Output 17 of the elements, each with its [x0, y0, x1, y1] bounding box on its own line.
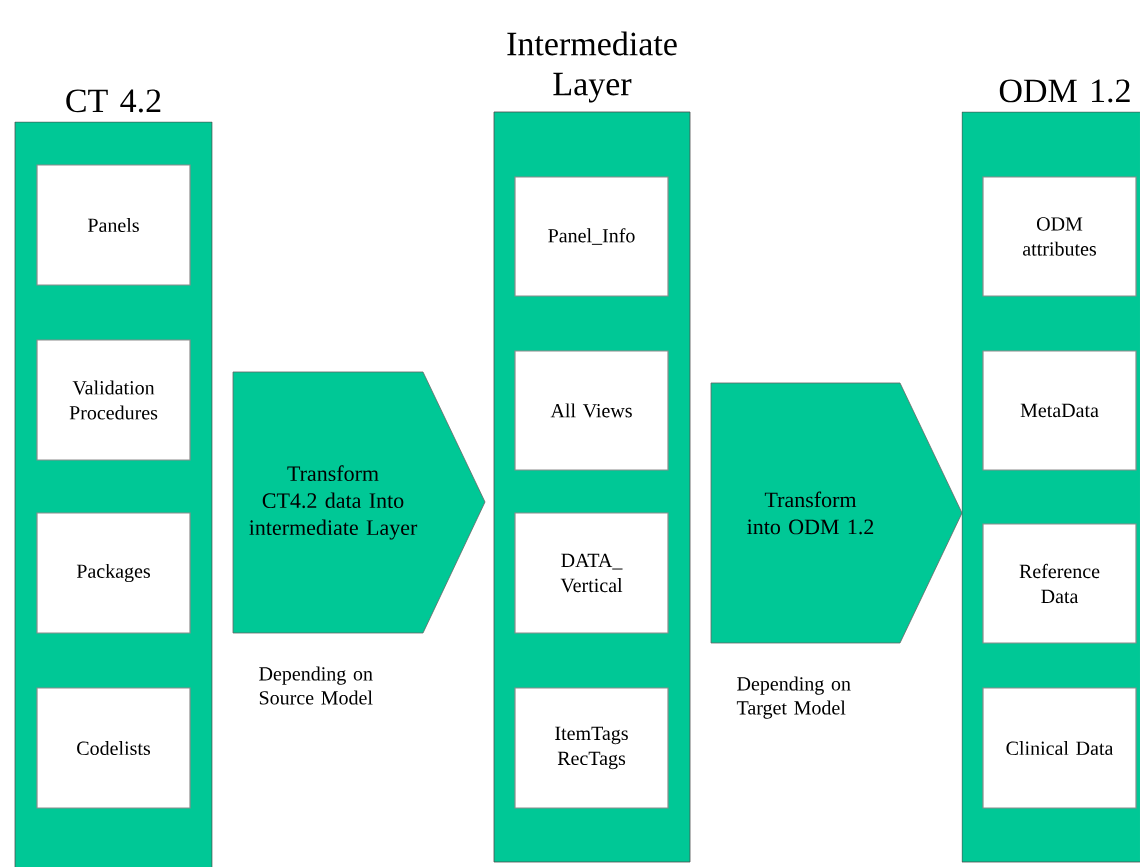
item-box: Panel_Info — [514, 176, 669, 297]
column-heading: Intermediate Layer — [507, 31, 677, 103]
item-box: Validation Procedures — [36, 339, 191, 461]
column-heading: ODM 1.2 — [999, 79, 1130, 103]
item-box: DATA_ Vertical — [514, 512, 669, 634]
item-box: Reference Data — [982, 523, 1137, 644]
item-box: Clinical Data — [982, 687, 1137, 809]
note-text: Depending on Source Model — [259, 666, 373, 705]
item-box: ODM attributes — [982, 176, 1137, 297]
note-text: Depending on Target Model — [736, 676, 851, 719]
item-box: Codelists — [36, 687, 191, 809]
item-box: MetaData — [982, 350, 1137, 471]
column-heading: CT 4.2 — [66, 89, 161, 113]
item-box: Panels — [36, 164, 191, 286]
item-box: All Views — [514, 350, 669, 471]
item-box: ItemTags RecTags — [514, 687, 669, 809]
item-box: Packages — [36, 512, 191, 634]
